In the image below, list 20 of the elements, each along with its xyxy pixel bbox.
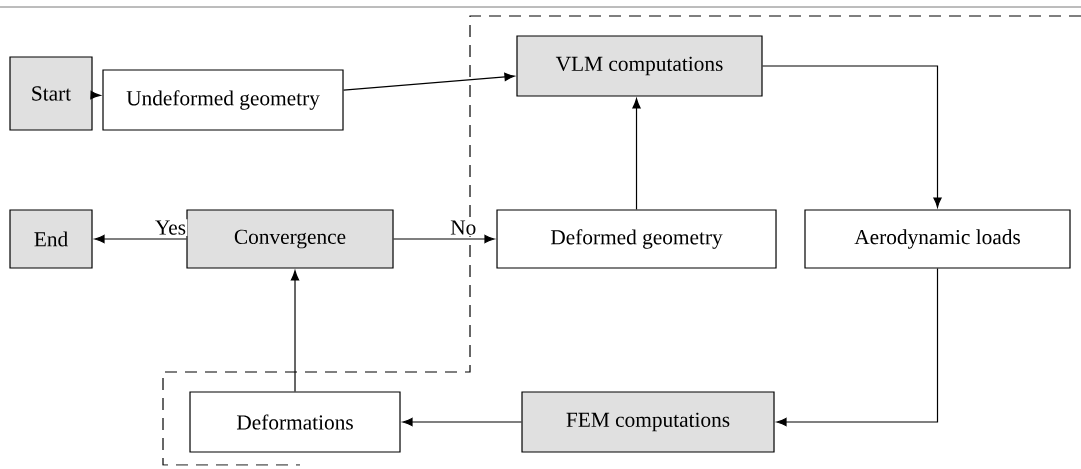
arrow [402, 417, 522, 427]
data-box: Deformations [189, 391, 401, 453]
edge-label: No [448, 219, 478, 237]
process-box: Convergence [186, 209, 394, 269]
arrow [290, 270, 300, 392]
arrow [94, 234, 187, 244]
process-box: End [9, 209, 93, 269]
data-box: Aerodynamic loads [804, 209, 1071, 269]
arrow [90, 90, 101, 100]
process-box: VLM computations [516, 35, 763, 97]
edge-label: Yes [153, 219, 188, 237]
arrow [632, 98, 641, 210]
data-box: Deformed geometry [496, 209, 777, 269]
arrow [762, 65, 942, 208]
arrow [393, 234, 495, 244]
data-box: Undeformed geometry [102, 69, 344, 131]
process-box: FEM computations [521, 391, 775, 453]
arrow [776, 268, 939, 427]
arrow [343, 72, 515, 91]
process-box: Start [9, 56, 93, 131]
